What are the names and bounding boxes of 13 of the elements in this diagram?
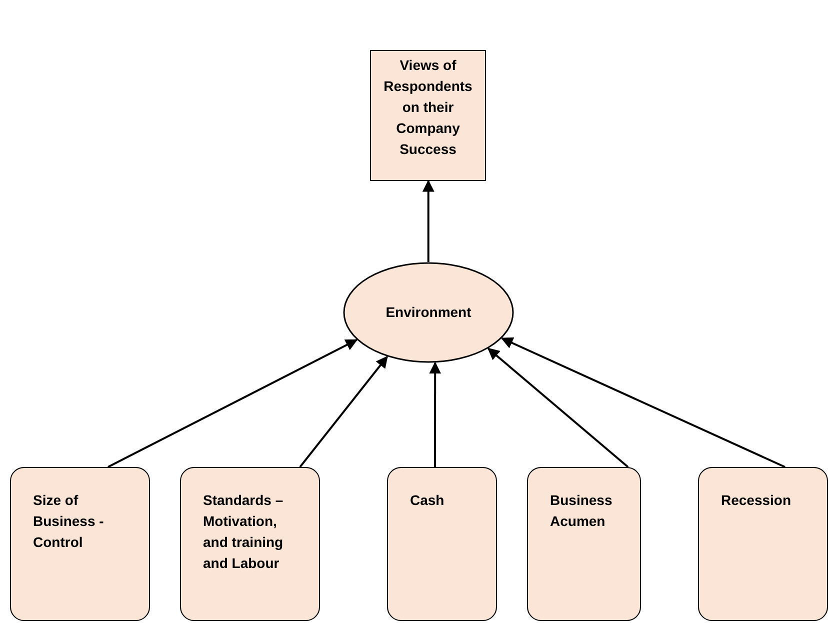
factor-box: Business Acumen (527, 467, 641, 621)
factor-box: Cash (387, 467, 497, 621)
factor-box: Size of Business - Control (10, 467, 150, 621)
factor-box: Recession (698, 467, 828, 621)
arrow (299, 356, 388, 468)
arrow (487, 348, 629, 468)
arrow (429, 362, 442, 467)
arrow (500, 337, 786, 468)
outcome-box: Views of Respondents on their Company Success (370, 50, 486, 181)
arrow (422, 180, 434, 262)
arrow (108, 339, 358, 468)
node-label: Environment (386, 303, 472, 322)
factor-box: Standards – Motivation, and training and Labour (180, 467, 320, 621)
